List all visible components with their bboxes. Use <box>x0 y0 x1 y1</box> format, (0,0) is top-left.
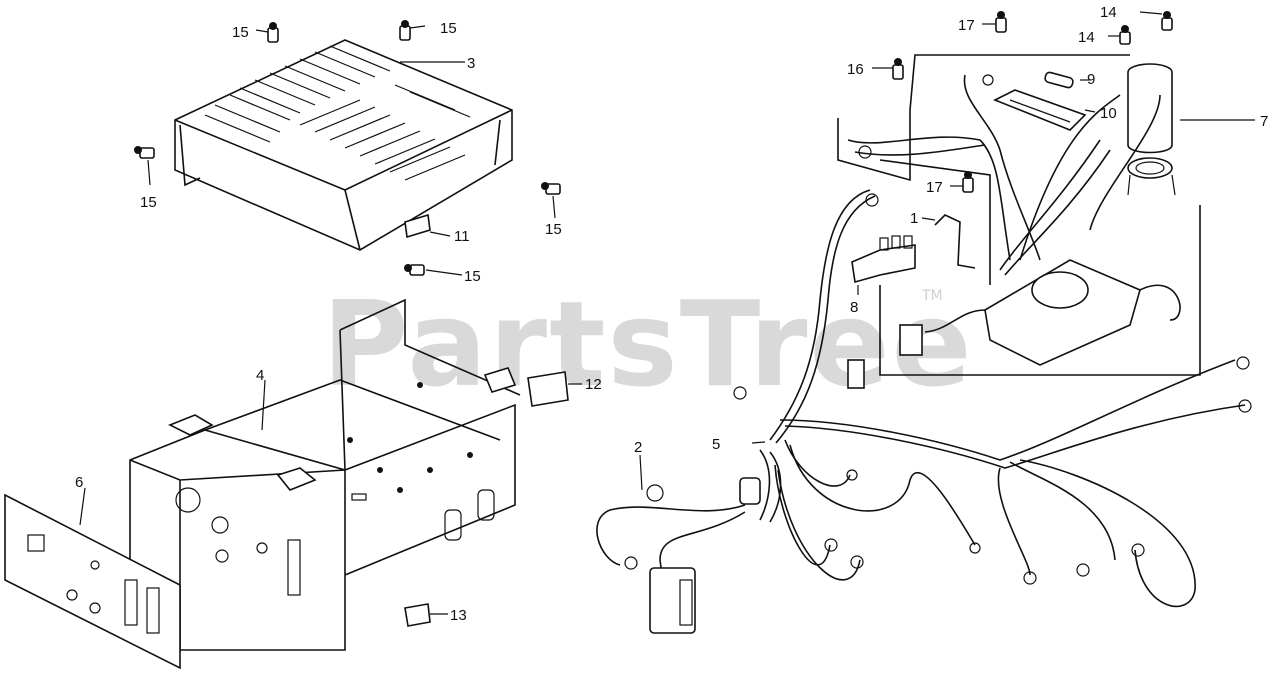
label-part-11[interactable] <box>404 213 451 239</box>
callout-labels: 15 15 3 15 15 11 15 4 12 6 13 2 5 7 9 10… <box>75 4 1268 624</box>
callout-4: 4 <box>256 367 264 384</box>
fuse-part-9[interactable] <box>1044 71 1074 89</box>
watermark-text: PartsTree <box>322 275 974 413</box>
callout-10: 10 <box>1100 105 1117 122</box>
screw-part-15-b[interactable] <box>399 20 411 41</box>
callout-15: 15 <box>545 221 562 238</box>
regulator-unit[interactable] <box>899 139 1181 366</box>
screw-part-16[interactable] <box>892 58 904 80</box>
callout-14: 14 <box>1078 29 1095 46</box>
callout-1: 1 <box>910 210 918 227</box>
callout-16: 16 <box>847 61 864 78</box>
screw-part-14-b[interactable] <box>1119 25 1131 45</box>
callout-2: 2 <box>634 439 642 456</box>
screw-part-17-b[interactable] <box>962 171 974 193</box>
leader-lines <box>255 11 1255 444</box>
bracket-part-1[interactable] <box>921 214 976 269</box>
screw-part-15-e[interactable] <box>404 264 463 276</box>
watermark-trademark: TM <box>921 288 943 304</box>
callout-5: 5 <box>712 436 720 453</box>
connector-part-2[interactable] <box>624 454 696 634</box>
fuse-holder-part-10[interactable] <box>993 89 1087 131</box>
callout-17: 17 <box>958 17 975 34</box>
callout-7: 7 <box>1260 113 1268 130</box>
terminal-block-part-8[interactable] <box>851 235 916 295</box>
screw-part-15-c[interactable] <box>134 146 155 186</box>
callout-15: 15 <box>440 20 457 37</box>
callout-6: 6 <box>75 474 83 491</box>
callout-15: 15 <box>464 268 481 285</box>
front-panel-part-6[interactable] <box>4 487 181 670</box>
condenser-part-7[interactable] <box>1127 63 1176 196</box>
top-cover-part-3[interactable] <box>174 39 513 251</box>
assembly-box-outline <box>837 54 1201 376</box>
callout-15: 15 <box>140 194 157 211</box>
callout-13: 13 <box>450 607 467 624</box>
callout-12: 12 <box>585 376 602 393</box>
callout-17: 17 <box>926 179 943 196</box>
callout-11: 11 <box>454 228 470 245</box>
screw-part-15-d[interactable] <box>541 182 561 219</box>
label-part-12[interactable] <box>527 371 582 407</box>
label-part-13[interactable] <box>404 603 448 627</box>
callout-15: 15 <box>232 24 249 41</box>
callout-14: 14 <box>1100 4 1117 21</box>
callout-8: 8 <box>850 299 858 316</box>
screw-part-14-a[interactable] <box>1161 11 1173 31</box>
screw-part-17-a[interactable] <box>995 11 1007 33</box>
wiring-harness-part-5[interactable] <box>596 189 1252 608</box>
screw-part-15-a[interactable] <box>267 22 279 43</box>
wire-leads-upper <box>847 74 1161 261</box>
callout-9: 9 <box>1087 71 1095 88</box>
callout-3: 3 <box>467 55 475 72</box>
